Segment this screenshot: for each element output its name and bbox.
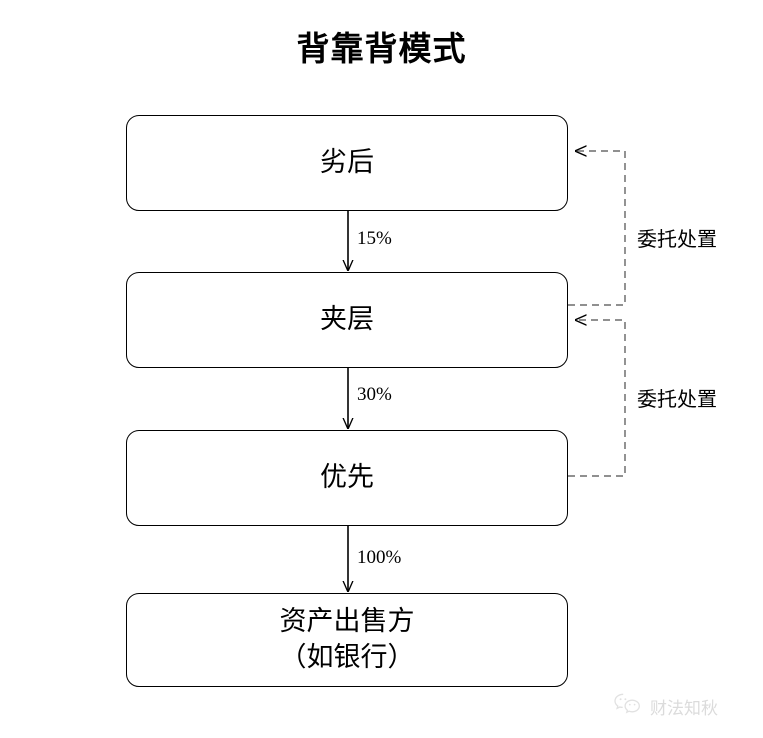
node-asset-seller-label: 资产出售方 （如银行）: [279, 606, 415, 672]
node-subordinate-label: 劣后: [320, 147, 374, 178]
watermark-text: 财法知秋: [650, 699, 718, 719]
dashed-edge-label-entrust-lower: 委托处置: [637, 389, 717, 411]
edge-label-15-percent: 15%: [357, 228, 392, 249]
node-senior[interactable]: 优先: [126, 430, 568, 526]
page-title: 背靠背模式: [296, 29, 467, 68]
dashed-edge-label-entrust-upper: 委托处置: [637, 229, 717, 251]
node-subordinate[interactable]: 劣后: [126, 115, 568, 211]
node-mezzanine[interactable]: 夹层: [126, 272, 568, 368]
node-senior-label: 优先: [320, 462, 374, 493]
edge-label-30-percent: 30%: [357, 384, 392, 405]
connector-entrust-mezz-to-sub: [568, 151, 626, 306]
node-asset-seller[interactable]: 资产出售方 （如银行）: [126, 593, 568, 687]
watermark: 财法知秋: [613, 692, 718, 721]
wechat-icon: [613, 692, 643, 721]
connector-entrust-senior-to-mezz: [568, 320, 626, 477]
edge-label-100-percent: 100%: [357, 547, 402, 568]
node-mezzanine-label: 夹层: [320, 304, 374, 335]
